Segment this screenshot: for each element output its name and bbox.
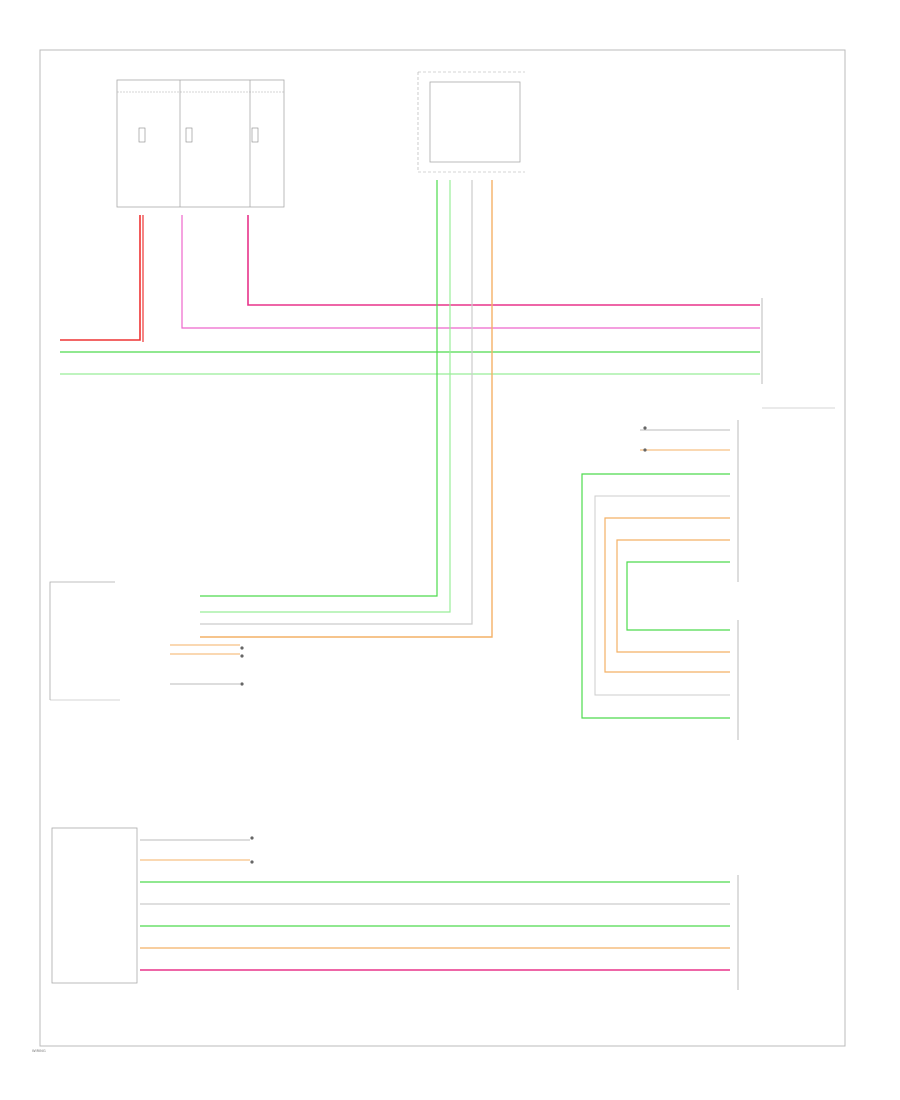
wire-pink-1 xyxy=(181,215,760,329)
wire-drop-green xyxy=(200,180,438,597)
ground-symbol xyxy=(240,646,244,650)
wire-red xyxy=(60,215,144,342)
wire-drop-lightgreen xyxy=(200,180,451,613)
page-id: WIRING xyxy=(32,1049,46,1053)
right-connector-top xyxy=(761,298,835,409)
wire-pink-2 xyxy=(247,215,760,306)
connector-block-top xyxy=(417,71,525,173)
bottom-left-module xyxy=(51,827,254,984)
fuse-block xyxy=(116,79,285,208)
wire-drop-orange xyxy=(200,180,493,638)
diagram-frame xyxy=(39,49,846,1047)
right-module-wires xyxy=(581,420,739,740)
fuse-icon xyxy=(138,127,259,143)
wire-drop-gray xyxy=(200,180,473,625)
switch-module xyxy=(49,581,244,701)
